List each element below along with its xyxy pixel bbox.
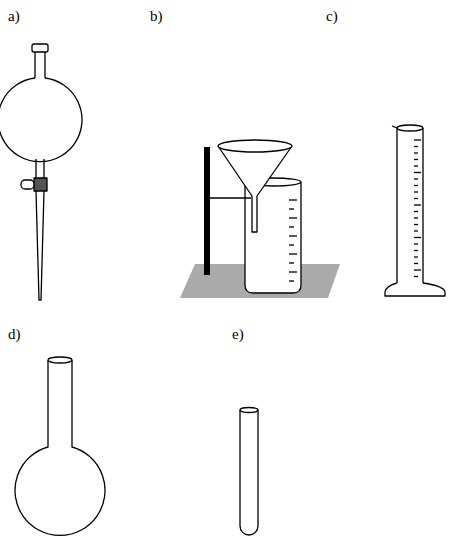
funnel-neck	[35, 52, 45, 78]
graduation-mark	[414, 152, 418, 153]
graduation-mark	[289, 280, 294, 281]
filter-funnel-rim	[218, 140, 292, 152]
flask-rim	[48, 357, 72, 363]
test-tube-rim	[240, 408, 258, 413]
graduation-mark	[289, 253, 297, 254]
graduation-mark	[414, 237, 421, 238]
cylinder-base	[385, 283, 445, 296]
graduation-mark	[414, 217, 418, 218]
stopcock-key	[21, 180, 34, 189]
graduation-mark	[414, 269, 421, 270]
test-tube	[240, 410, 258, 535]
graduation-mark	[289, 199, 297, 200]
graduation-mark	[414, 178, 418, 179]
part-letter: b)	[150, 8, 163, 25]
graduation-mark	[289, 271, 297, 272]
graduation-mark	[414, 198, 418, 199]
graduation-mark	[414, 165, 418, 166]
part-letter: a)	[8, 8, 20, 25]
graduation-mark	[414, 191, 418, 192]
stopper	[32, 44, 48, 52]
graduation-mark	[414, 204, 421, 205]
graduation-mark	[289, 262, 294, 263]
graduation-mark	[414, 139, 421, 140]
graduation-mark	[414, 263, 418, 264]
part-letter: e)	[232, 326, 244, 343]
cylinder-spout	[392, 126, 397, 128]
beaker-graduations	[289, 200, 297, 281]
glassware	[0, 44, 445, 535]
part-letter: c)	[326, 8, 338, 25]
clamp	[210, 197, 251, 198]
graduation-mark	[414, 172, 421, 173]
graduation-mark	[289, 244, 294, 245]
cylinder-graduations	[414, 140, 421, 277]
graduation-mark	[289, 226, 294, 227]
graduation-mark	[414, 185, 418, 186]
round-bottom-flask	[15, 360, 105, 535]
graduation-mark	[414, 250, 418, 251]
cylinder-rim	[397, 125, 423, 131]
graduation-mark	[414, 146, 418, 147]
graduation-mark	[414, 224, 418, 225]
graduation-mark	[414, 243, 418, 244]
graduation-mark	[289, 217, 297, 218]
funnel-bulb	[0, 78, 82, 162]
graduation-mark	[414, 256, 418, 257]
funnel-taper	[36, 159, 44, 178]
stand-rod	[204, 147, 210, 275]
graduated-cylinder	[397, 128, 423, 283]
graduation-mark	[414, 159, 418, 160]
graduation-mark	[414, 211, 418, 212]
funnel-stem	[36, 191, 44, 300]
graduation-mark	[289, 235, 297, 236]
graduation-mark	[414, 230, 418, 231]
graduation-mark	[289, 208, 294, 209]
part-letter: d)	[8, 326, 21, 343]
filter-funnel	[218, 146, 292, 232]
stopcock	[34, 178, 47, 191]
graduation-mark	[414, 276, 418, 277]
